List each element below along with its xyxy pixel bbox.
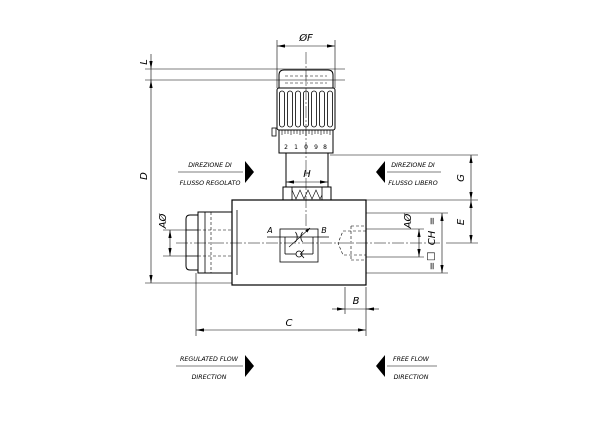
- dimension-label-b: B: [353, 296, 360, 307]
- fitting-nose: [185, 214, 199, 271]
- body-outline: [231, 199, 367, 286]
- restrictor-arc: [295, 231, 298, 243]
- fitting-body: [197, 211, 233, 274]
- flow-direction-arrow-left: [376, 355, 385, 377]
- knob-scale-number: 2: [284, 144, 288, 151]
- knob-rib: [279, 90, 285, 128]
- dimension-label-a-right: AØ: [402, 213, 414, 230]
- dimension-label-g: G: [456, 174, 467, 182]
- dimension-b: B: [332, 287, 379, 336]
- dimension-label-e: E: [456, 218, 467, 225]
- dimension-l-d: L D: [139, 54, 345, 284]
- dimension-label-a-left: AØ: [157, 213, 169, 230]
- adjustment-knob: 2 1 0 9 8: [271, 69, 336, 154]
- dimension-label-h: H: [303, 169, 311, 180]
- restrictor-arc: [300, 231, 303, 243]
- left-port-fitting: [185, 211, 233, 274]
- flow-label-line2: DIRECTION: [394, 374, 429, 381]
- knob-rib: [311, 90, 317, 128]
- port-b-label: B: [321, 226, 327, 235]
- free-flow-label-it: DIREZIONE DI FLUSSO LIBERO: [376, 161, 441, 187]
- dimension-h: H: [286, 169, 328, 184]
- flow-control-symbol: A B: [266, 226, 329, 263]
- knob-rib: [327, 90, 333, 128]
- check-valve-ball: [295, 250, 303, 258]
- knob-rib: [319, 90, 325, 128]
- symbol-box: [279, 228, 319, 263]
- dimension-label-l: L: [139, 59, 150, 65]
- flow-direction-arrow-left: [376, 161, 385, 183]
- equal-mark: =: [427, 262, 438, 270]
- flow-label-line1: FREE FLOW: [393, 356, 430, 363]
- knob-rib: [295, 90, 301, 128]
- flow-label-line1: REGULATED FLOW: [180, 356, 239, 363]
- flow-label-line2: FLUSSO REGOLATO: [180, 180, 241, 187]
- hex-thread: [291, 189, 323, 200]
- knob-index-marker: [271, 127, 277, 137]
- free-flow-label-en: FREE FLOW DIRECTION: [376, 355, 437, 381]
- dimension-label-f: ØF: [298, 32, 313, 44]
- flow-label-line2: DIRECTION: [192, 374, 227, 381]
- dimension-a-left: AØ: [157, 213, 186, 257]
- knob-scale-number: 1: [294, 144, 298, 151]
- check-valve-seat: [299, 249, 305, 259]
- flow-label-line1: DIREZIONE DI: [188, 162, 232, 169]
- dimension-g-e: G E: [330, 154, 478, 244]
- valve-body: [231, 199, 367, 286]
- flow-label-line2: FLUSSO LIBERO: [388, 180, 438, 187]
- dimension-c: C: [195, 273, 366, 336]
- knob-scale-number: 8: [323, 144, 327, 151]
- dimension-a-right: AØ: [366, 213, 424, 258]
- regulated-flow-label-it: DIREZIONE DI FLUSSO REGOLATO: [178, 161, 254, 187]
- square-symbol: □: [426, 251, 435, 262]
- dimension-ch: = CH □ =: [366, 212, 448, 274]
- adjustable-arrow: [288, 227, 311, 248]
- hex-nut: [282, 186, 332, 201]
- knob-scale-ticks: [281, 130, 331, 136]
- knob-scale-number: 9: [314, 144, 318, 151]
- flow-label-line1: DIREZIONE DI: [391, 162, 435, 169]
- dimension-label-c: C: [286, 318, 293, 329]
- dimension-label-d: D: [139, 172, 150, 180]
- flow-direction-arrow-right: [245, 355, 254, 377]
- equal-mark: =: [427, 217, 438, 225]
- port-a-label: A: [266, 226, 272, 235]
- flow-direction-arrow-right: [245, 161, 254, 183]
- regulated-flow-label-en: REGULATED FLOW DIRECTION: [176, 355, 254, 381]
- dimension-label-ch: CH: [427, 230, 438, 245]
- knob-rib: [287, 90, 293, 128]
